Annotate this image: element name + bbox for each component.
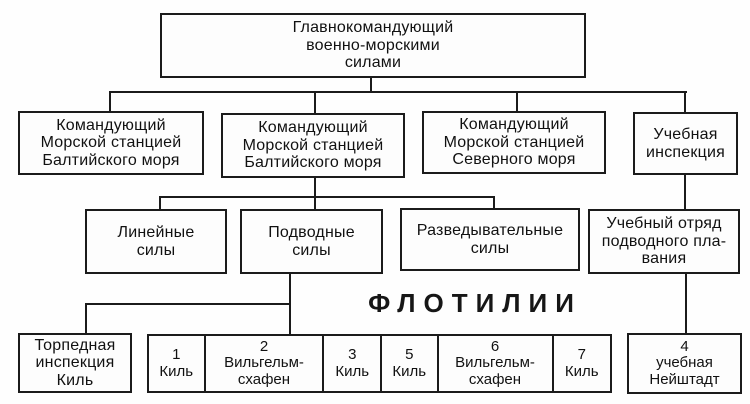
flotilla-1-number: 1 xyxy=(172,346,181,363)
connector-to-baltic2 xyxy=(314,91,316,114)
node-torpedo-inspection-label: Торпедная инспекция Киль xyxy=(34,336,116,389)
node-line-forces-label: Линейные силы xyxy=(117,224,195,259)
flotilla-cell-3: 3 Киль xyxy=(322,336,380,391)
node-torpedo-inspection: Торпедная инспекция Киль xyxy=(18,333,132,393)
node-recon-forces: Разведывательные силы xyxy=(400,208,580,271)
training-flotilla-4-content: 4 учебная Нейштадт xyxy=(629,337,740,389)
flotilla-7-base: Киль xyxy=(564,362,599,380)
node-training-flotilla-4: 4 учебная Нейштадт xyxy=(627,333,742,394)
node-training-inspection: Учебная инспекция xyxy=(633,112,738,175)
flotilla-5-base: Киль xyxy=(392,362,427,380)
flotilla-2-base: Вильгельм- схафен xyxy=(224,354,304,388)
node-submarine-training-detachment: Учебный отряд подводного пла- вания xyxy=(588,209,740,274)
flotilla-cell-1: 1 Киль xyxy=(149,336,204,391)
training-flotilla-4-number: 4 xyxy=(680,337,689,355)
connector-to-recon-forces xyxy=(493,196,495,209)
flotilla-2-number: 2 xyxy=(259,337,269,355)
connector-to-torpedo-inspection xyxy=(85,303,87,333)
node-commander-in-chief: Главнокомандующий военно-морскими силами xyxy=(160,13,586,78)
node-baltic-station-2: Командующий Морской станцией Балтийского… xyxy=(221,113,405,178)
connector-root-down xyxy=(370,78,372,93)
node-commander-in-chief-label: Главнокомандующий военно-морскими силами xyxy=(292,19,454,72)
flotilla-3-number: 3 xyxy=(348,346,357,363)
flotilla-cell-7: 7 Киль xyxy=(551,336,611,391)
flotilla-cell-2: 2 Вильгельм- схафен xyxy=(203,336,323,391)
connector-branch-horizontal xyxy=(85,303,291,305)
training-flotilla-4-base: учебная Нейштадт xyxy=(649,354,720,388)
flotilla-1-base: Киль xyxy=(159,362,194,380)
connector-to-line-forces xyxy=(159,196,161,209)
node-submarine-forces-label: Подводные силы xyxy=(268,224,355,259)
node-training-inspection-label: Учебная инспекция xyxy=(646,126,725,161)
node-line-forces: Линейные силы xyxy=(85,209,227,274)
node-submarine-training-detachment-label: Учебный отряд подводного пла- вания xyxy=(601,215,727,268)
flotilla-6-base: Вильгельм- схафен xyxy=(455,354,535,388)
connector-inspection-to-detachment xyxy=(684,175,686,209)
connector-row1-horizontal xyxy=(109,91,687,93)
connector-to-training-inspection xyxy=(684,91,686,113)
node-north-sea-station: Командующий Морской станцией Северного м… xyxy=(422,111,606,174)
node-baltic-station-1: Командующий Морской станцией Балтийского… xyxy=(18,111,204,175)
flotilla-3-base: Киль xyxy=(335,362,370,380)
node-north-sea-station-label: Командующий Морской станцией Северного м… xyxy=(443,116,585,169)
connector-detachment-down xyxy=(685,274,687,333)
flotilla-6-number: 6 xyxy=(490,337,500,355)
flotilla-cell-5: 5 Киль xyxy=(379,336,437,391)
node-baltic-station-2-label: Командующий Морской станцией Балтийского… xyxy=(242,119,384,172)
connector-to-north xyxy=(516,91,518,112)
flotilla-cell-6: 6 Вильгельм- схафен xyxy=(436,336,552,391)
connector-to-baltic1 xyxy=(109,91,111,112)
node-submarine-forces: Подводные силы xyxy=(240,209,383,274)
flotilla-row: 1 Киль 2 Вильгельм- схафен 3 Киль 5 Киль… xyxy=(147,334,612,393)
flotilla-5-number: 5 xyxy=(405,346,414,363)
connector-baltic2-down xyxy=(314,178,316,209)
connector-row2-horizontal xyxy=(159,196,495,198)
flotilla-7-number: 7 xyxy=(577,346,586,363)
node-recon-forces-label: Разведывательные силы xyxy=(416,222,564,257)
flotillas-heading: ФЛОТИЛИИ xyxy=(368,288,582,318)
node-baltic-station-1-label: Командующий Морской станцией Балтийского… xyxy=(40,116,182,169)
